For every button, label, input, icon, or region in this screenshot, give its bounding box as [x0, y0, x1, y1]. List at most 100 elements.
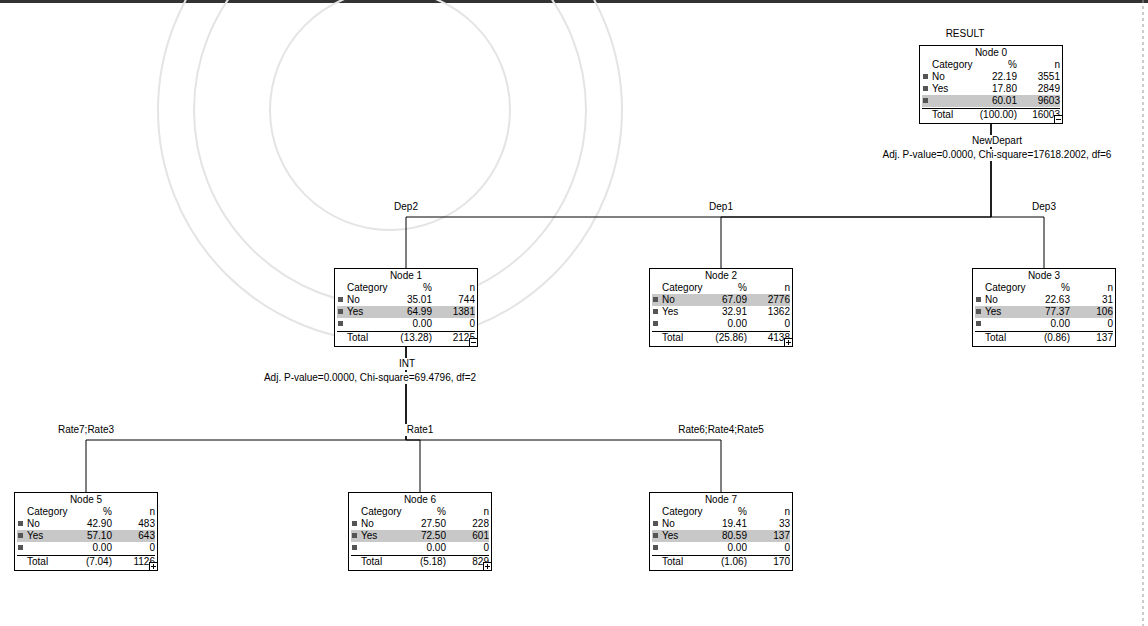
category-marker — [653, 321, 658, 326]
expand-icon — [483, 562, 492, 571]
branch-label: Dep1 — [707, 201, 735, 213]
percent-cell: 27.50 — [406, 518, 446, 530]
category-marker — [653, 545, 658, 550]
category-cell — [662, 542, 706, 554]
category-marker — [351, 506, 360, 518]
percent-cell: 72.50 — [406, 530, 446, 542]
percent-cell: 64.99 — [392, 306, 432, 318]
category-cell: Category — [985, 282, 1029, 294]
category-marker — [352, 545, 357, 550]
category-marker — [976, 309, 981, 314]
count-cell: 0 — [748, 318, 790, 330]
split-label: INT — [397, 358, 417, 370]
category-marker — [975, 282, 984, 294]
count-cell: 1381 — [433, 306, 475, 318]
expand-icon — [149, 562, 158, 571]
category-cell: Yes — [662, 530, 706, 542]
table-row: 0.000 — [337, 318, 475, 330]
collapse-icon — [469, 338, 478, 347]
percent-cell: 80.59 — [707, 530, 747, 542]
category-marker — [652, 556, 661, 568]
split-label: Adj. P-value=0.0000, Chi-square=69.4796,… — [262, 372, 478, 384]
count-cell: 9603 — [1018, 95, 1060, 107]
count-cell: 643 — [113, 530, 155, 542]
tree-node-box: Node 7Category%nNo19.4133Yes80.591370.00… — [649, 492, 793, 571]
percent-cell: (0.86) — [1030, 332, 1070, 344]
table-total-row: Total(25.86)4138 — [652, 331, 790, 344]
count-cell: n — [113, 506, 155, 518]
collapse-icon — [1054, 115, 1063, 124]
tree-node-box: Node 1Category%nNo35.01744Yes64.9913810.… — [334, 268, 478, 347]
category-cell: Total — [361, 556, 405, 568]
count-cell: 0 — [433, 318, 475, 330]
category-marker — [338, 309, 343, 314]
node-title: Node 5 — [17, 494, 155, 506]
table-total-row: Total(1.06)170 — [652, 555, 790, 568]
node-title: Node 2 — [652, 270, 790, 282]
category-marker — [18, 533, 23, 538]
percent-cell: 22.63 — [1030, 294, 1070, 306]
table-total-row: Total(13.28)2125 — [337, 331, 475, 344]
count-cell: 1362 — [748, 306, 790, 318]
percent-cell: (13.28) — [392, 332, 432, 344]
count-cell: 0 — [748, 542, 790, 554]
count-cell: 137 — [748, 530, 790, 542]
category-cell: No — [985, 294, 1029, 306]
category-marker — [923, 98, 928, 103]
tree-branch — [406, 124, 991, 268]
count-cell: 33 — [748, 518, 790, 530]
count-cell: 106 — [1071, 306, 1113, 318]
table-header-row: Category%n — [351, 506, 489, 518]
category-cell: Total — [662, 332, 706, 344]
category-cell — [662, 318, 706, 330]
percent-cell: % — [707, 282, 747, 294]
percent-cell: % — [1030, 282, 1070, 294]
tree-node-box: Node 6Category%nNo27.50228Yes72.506010.0… — [348, 492, 492, 571]
table-row: No35.01744 — [337, 294, 475, 306]
count-cell: 829 — [447, 556, 489, 568]
table-total-row: Total(7.04)1126 — [17, 555, 155, 568]
category-marker — [923, 86, 928, 91]
percent-cell: % — [707, 506, 747, 518]
category-marker — [976, 297, 981, 302]
table-header-row: Category%n — [922, 59, 1060, 71]
category-marker — [352, 521, 357, 526]
split-label: Adj. P-value=0.0000, Chi-square=17618.20… — [881, 149, 1114, 161]
category-marker — [18, 545, 23, 550]
category-marker — [653, 521, 658, 526]
category-cell: No — [347, 294, 391, 306]
table-header-row: Category%n — [337, 282, 475, 294]
category-marker — [652, 332, 661, 344]
table-row: Yes17.802849 — [922, 83, 1060, 95]
category-cell: Total — [985, 332, 1029, 344]
category-cell: Yes — [27, 530, 71, 542]
split-label: NewDepart — [970, 135, 1024, 147]
table-row: 0.000 — [17, 542, 155, 554]
percent-cell: (25.86) — [707, 332, 747, 344]
tree-node-box: Node 0Category%nNo22.193551Yes17.8028496… — [919, 45, 1063, 124]
category-marker — [337, 332, 346, 344]
category-cell: Yes — [361, 530, 405, 542]
category-marker — [338, 321, 343, 326]
category-cell: No — [27, 518, 71, 530]
category-cell: Total — [932, 109, 976, 121]
percent-cell: 0.00 — [392, 318, 432, 330]
category-cell: No — [932, 71, 976, 83]
tree-node-box: Node 5Category%nNo42.90483Yes57.106430.0… — [14, 492, 158, 571]
category-cell: No — [662, 518, 706, 530]
category-cell: Category — [932, 59, 976, 71]
count-cell: 3551 — [1018, 71, 1060, 83]
count-cell: 2125 — [433, 332, 475, 344]
category-cell — [985, 318, 1029, 330]
table-row: No27.50228 — [351, 518, 489, 530]
category-marker — [652, 282, 661, 294]
percent-cell: 0.00 — [72, 542, 112, 554]
branch-label: Rate7;Rate3 — [56, 424, 116, 436]
count-cell: 228 — [447, 518, 489, 530]
percent-cell: (5.18) — [406, 556, 446, 568]
percent-cell: 0.00 — [707, 318, 747, 330]
category-marker — [652, 506, 661, 518]
category-cell: Category — [347, 282, 391, 294]
table-row: Yes32.911362 — [652, 306, 790, 318]
